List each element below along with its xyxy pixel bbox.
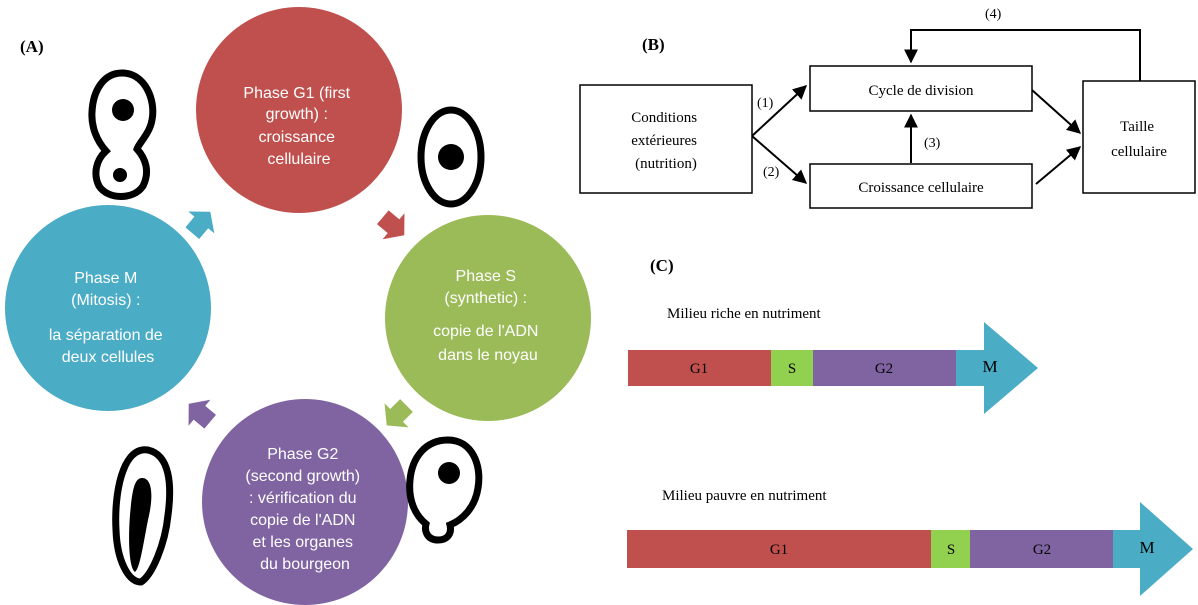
rich-medium-bar: G1 S G2 M — [628, 322, 1038, 414]
panel-c: (C) Milieu riche en nutriment G1 S G2 M … — [627, 256, 1193, 596]
phase-m: Phase M (Mitosis) : la séparation de deu… — [5, 205, 211, 411]
nucleus-icon — [113, 168, 127, 182]
rich-m-label: M — [982, 357, 997, 376]
arrow-4-label: (4) — [985, 7, 1002, 22]
panel-b-label: (B) — [642, 35, 665, 54]
rich-g2-label: G2 — [875, 361, 893, 377]
poor-g2-segment — [970, 530, 1113, 568]
arrow-m-to-g1 — [185, 211, 215, 239]
phase-g1: Phase G1 (first growth) : croissance cel… — [196, 7, 402, 213]
poor-m-label: M — [1139, 538, 1154, 557]
arrow-s-to-g2 — [384, 399, 413, 428]
arrow-g2-to-m — [188, 399, 216, 429]
arrow-3-label: (3) — [924, 136, 941, 151]
phase-g2-text: Phase G2 (second growth) : vérification … — [245, 446, 364, 573]
phase-m-circle — [5, 205, 211, 411]
pear-cell-icon — [406, 436, 483, 544]
rich-s-label: S — [788, 361, 796, 377]
rich-s-segment — [771, 350, 813, 386]
box-conditions-text: Conditions extérieures (nutrition) — [631, 110, 701, 172]
panel-c-label: (C) — [650, 256, 674, 275]
arrow-cycle-to-taille — [1031, 89, 1082, 134]
phase-s-text: Phase S (synthetic) : copie de l'ADN dan… — [433, 268, 543, 364]
arrow-4 — [904, 29, 1141, 81]
phase-s-circle — [385, 215, 591, 421]
elongating-cell-icon — [112, 446, 174, 586]
box-taille — [1082, 80, 1196, 194]
arrow-2-label: (2) — [763, 165, 780, 180]
phase-g1-circle — [196, 7, 402, 213]
poor-m-arrow — [1113, 502, 1193, 596]
rich-g1-segment — [628, 350, 771, 386]
phase-g1-text: Phase G1 (first growth) : croissance cel… — [243, 85, 354, 168]
box-taille-text: Taille cellulaire — [1111, 119, 1167, 160]
box-croissance-text: Croissance cellulaire — [858, 180, 984, 196]
poor-g1-segment — [627, 530, 931, 568]
arrow-g1-to-s — [377, 210, 405, 240]
nucleus-icon — [112, 99, 134, 121]
arrow-2 — [751, 135, 808, 184]
poor-medium-bar: G1 S G2 M — [627, 502, 1193, 596]
box-conditions — [579, 84, 753, 194]
poor-g2-label: G2 — [1033, 542, 1051, 558]
rich-g2-segment — [813, 350, 956, 386]
budding-cell-icon — [88, 69, 157, 200]
poor-g1-label: G1 — [770, 542, 788, 558]
arrow-1-label: (1) — [757, 96, 774, 111]
box-cycle — [809, 65, 1033, 112]
poor-medium-title: Milieu pauvre en nutriment — [662, 488, 827, 504]
arrow-1 — [751, 85, 808, 137]
poor-s-label: S — [947, 542, 955, 558]
panel-b: (B) Conditions extérieures (nutrition) C… — [579, 7, 1196, 209]
phase-g2: Phase G2 (second growth) : vérification … — [202, 399, 408, 605]
arrow-croissance-to-taille — [1035, 146, 1082, 185]
poor-s-segment — [931, 530, 970, 568]
box-croissance — [809, 163, 1033, 209]
panel-a-label: (A) — [20, 37, 44, 56]
rich-g1-label: G1 — [690, 361, 708, 377]
phase-g2-circle — [202, 399, 408, 605]
oval-cell-icon — [417, 106, 485, 208]
phase-s: Phase S (synthetic) : copie de l'ADN dan… — [385, 215, 591, 421]
panel-a: (A) Phase G1 (first growth) : croissance… — [5, 7, 591, 605]
rich-m-arrow — [956, 322, 1038, 414]
phase-m-text: Phase M (Mitosis) : la séparation de deu… — [49, 270, 167, 366]
rich-medium-title: Milieu riche en nutriment — [667, 306, 822, 322]
box-cycle-text: Cycle de division — [869, 83, 974, 99]
